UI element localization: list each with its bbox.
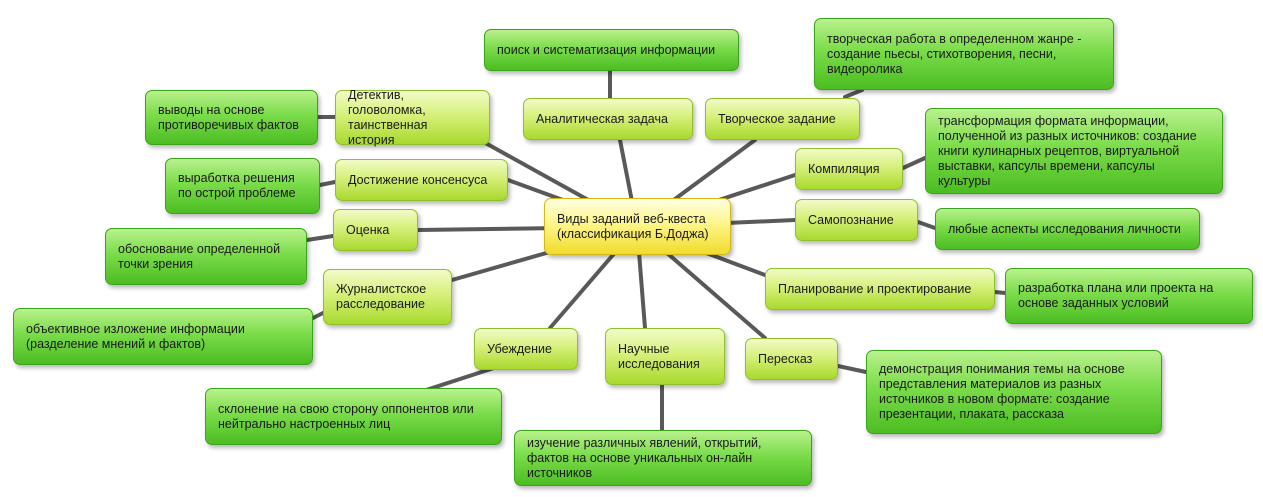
category-persuasion-label: Убеждение	[487, 341, 552, 356]
category-detective: Детектив, головоломка, таинственная исто…	[335, 87, 490, 147]
description-science-text: изучение различных явлений, открытий, фа…	[527, 435, 762, 480]
description-search: поиск и систематизация информации	[484, 29, 739, 71]
description-search-text: поиск и систематизация информации	[497, 42, 716, 57]
connector-line	[318, 180, 337, 187]
description-detective-text: выводы на основе противоречивых фактов	[158, 102, 299, 132]
category-journalism: Журналистское расследование	[323, 269, 452, 325]
category-retelling-label: Пересказ	[758, 351, 813, 366]
category-journalism-label: Журналистское расследование	[336, 282, 427, 311]
description-selfknowledge-text: любые аспекты исследования личности	[948, 221, 1181, 236]
description-retelling: демонстрация понимания темы на основе пр…	[866, 350, 1162, 434]
description-persuasion: склонение на свою сторону оппонентов или…	[205, 388, 502, 445]
connector-line	[843, 88, 864, 99]
description-consensus: выработка решения по острой проблеме	[165, 158, 320, 214]
connector-line	[901, 156, 927, 170]
category-science-label: Научные исследования	[618, 341, 700, 371]
description-science: изучение различных явлений, открытий, фа…	[514, 430, 812, 486]
connector-line	[916, 220, 937, 230]
category-analytic-label: Аналитическая задача	[536, 111, 668, 126]
description-planning-text: разработка плана или проекта на основе з…	[1018, 281, 1214, 310]
description-persuasion-text: склонение на свою сторону оппонентов или…	[218, 401, 474, 431]
description-creative: творческая работа в определенном жанре -…	[814, 18, 1114, 90]
category-assessment: Оценка	[333, 209, 418, 251]
category-assessment-label: Оценка	[346, 222, 390, 237]
description-assessment: обоснование определенной точки зрения	[105, 228, 307, 285]
category-retelling: Пересказ	[745, 338, 838, 380]
connector-line	[305, 234, 335, 242]
category-consensus: Достижение консенсуса	[335, 159, 508, 201]
description-selfknowledge: любые аспекты исследования личности	[935, 208, 1200, 250]
category-selfknowledge: Самопознание	[795, 199, 918, 241]
description-assessment-text: обоснование определенной точки зрения	[118, 241, 281, 271]
category-creative: Творческое задание	[705, 98, 860, 140]
description-journalism: объективное изложение информации (раздел…	[13, 308, 313, 365]
category-consensus-label: Достижение консенсуса	[348, 172, 488, 187]
category-detective-label: Детектив, головоломка, таинственная исто…	[348, 87, 428, 147]
center-node-label: Виды заданий веб-квеста (классификация Б…	[557, 211, 709, 241]
center-node: Виды заданий веб-квеста (классификация Б…	[544, 198, 731, 255]
category-compilation: Компиляция	[795, 148, 903, 190]
category-planning: Планирование и проектирование	[765, 268, 995, 310]
connector-line	[836, 364, 868, 374]
category-creative-label: Творческое задание	[718, 111, 836, 126]
description-consensus-text: выработка решения по острой проблеме	[178, 171, 296, 200]
description-journalism-text: объективное изложение информации (раздел…	[26, 321, 245, 351]
connector-line	[311, 311, 325, 320]
category-science: Научные исследования	[605, 328, 725, 385]
connector-line	[418, 364, 502, 394]
category-compilation-label: Компиляция	[808, 161, 880, 176]
description-planning: разработка плана или проекта на основе з…	[1005, 268, 1253, 324]
description-creative-text: творческая работа в определенном жанре -…	[827, 31, 1082, 76]
connector-line	[993, 290, 1007, 295]
category-analytic: Аналитическая задача	[523, 98, 693, 140]
description-compilation-text: трансформация формата информации, получе…	[938, 113, 1197, 188]
description-retelling-text: демонстрация понимания темы на основе пр…	[879, 362, 1125, 421]
category-planning-label: Планирование и проектирование	[778, 281, 972, 296]
category-persuasion: Убеждение	[474, 328, 578, 370]
description-compilation: трансформация формата информации, получе…	[925, 108, 1223, 194]
category-selfknowledge-label: Самопознание	[808, 212, 894, 227]
description-detective: выводы на основе противоречивых фактов	[145, 90, 318, 145]
